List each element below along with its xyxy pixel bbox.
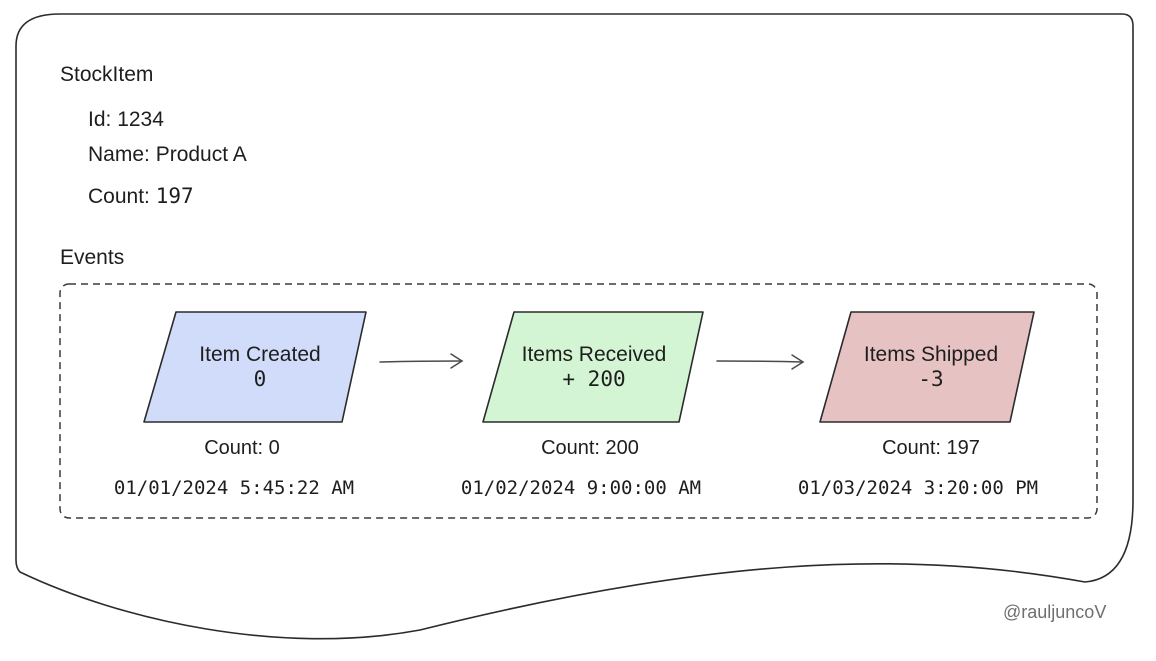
field-id: Id: 1234 <box>88 108 164 131</box>
event-name: Items Received <box>521 343 667 366</box>
event-name: Item Created <box>199 343 321 366</box>
event-item-created: Item Created 0 <box>160 342 360 392</box>
event-shape-items-received <box>482 311 704 423</box>
event-delta: -3 <box>918 367 944 391</box>
field-name: Name: Product A <box>88 143 247 166</box>
event-name: Items Shipped <box>863 343 999 366</box>
event-timestamp: 01/01/2024 5:45:22 AM <box>113 477 355 499</box>
events-title: Events <box>60 246 125 269</box>
field-count: Count: 197 <box>88 184 194 208</box>
field-name-value: Product A <box>155 143 247 166</box>
event-count: Count: 200 <box>541 437 639 459</box>
event-count: Count: 197 <box>882 437 980 459</box>
arrow-received-to-shipped <box>716 354 805 370</box>
event-items-received: Items Received + 200 <box>494 342 694 392</box>
event-shape-items-shipped <box>819 311 1035 423</box>
field-id-value: 1234 <box>117 108 164 131</box>
author-credit: @rauljuncoV <box>1003 602 1107 622</box>
event-items-shipped: Items Shipped -3 <box>831 342 1031 392</box>
field-count-value: 197 <box>155 184 194 208</box>
entity-title: StockItem <box>60 63 154 86</box>
field-count-label: Count <box>88 185 145 208</box>
event-timestamp: 01/03/2024 3:20:00 PM <box>797 477 1039 499</box>
arrow-created-to-received <box>379 353 464 369</box>
event-delta: + 200 <box>562 367 626 391</box>
field-id-label: Id <box>88 108 106 131</box>
event-timestamp: 01/02/2024 9:00:00 AM <box>460 477 702 499</box>
event-delta: 0 <box>253 367 267 391</box>
field-name-label: Name <box>88 143 145 166</box>
events-container <box>59 283 1098 519</box>
event-shape-item-created <box>143 311 367 423</box>
event-count: Count: 0 <box>204 437 280 459</box>
